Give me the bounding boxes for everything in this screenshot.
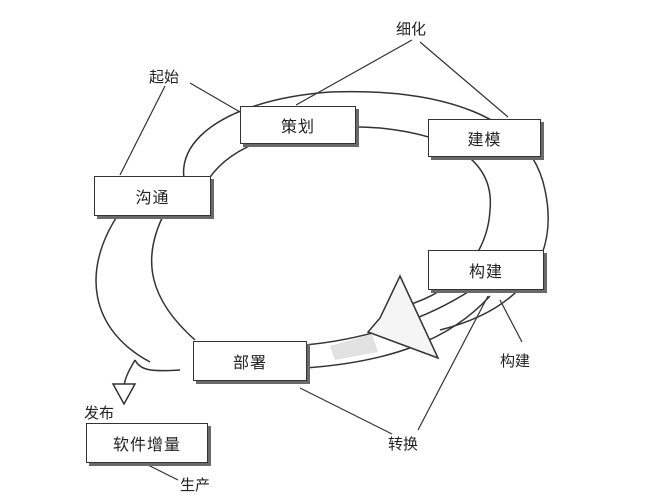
inception-annotation: 起始	[149, 68, 180, 86]
planning-box: 策划	[240, 106, 356, 144]
modeling-box: 建模	[428, 119, 541, 157]
construction-box: 构建	[428, 250, 544, 290]
leader-inception-2	[189, 82, 241, 113]
leader-transition-2	[417, 295, 489, 431]
leader-production	[147, 464, 179, 481]
transition-annotation: 转换	[388, 435, 419, 453]
leader-elaboration-2	[419, 41, 509, 118]
spiral-left-outer	[95, 211, 151, 363]
planning-label: 策划	[280, 117, 315, 136]
leader-elaboration-1	[295, 39, 413, 106]
release-arrowhead	[111, 383, 137, 406]
release-annotation: 发布	[84, 404, 115, 422]
elaboration-annotation: 细化	[396, 20, 427, 38]
communication-box: 沟通	[94, 176, 211, 216]
leader-construction	[499, 299, 523, 343]
construction-label: 构建	[468, 262, 503, 281]
cycle-arrowhead	[366, 274, 440, 360]
deployment-label: 部署	[232, 353, 267, 372]
construction-annotation: 构建	[500, 352, 531, 370]
modeling-label: 建模	[467, 130, 502, 149]
cycle-arrowhead-shade	[330, 334, 378, 360]
production-annotation: 生产	[180, 476, 211, 494]
spiral-left-inner	[150, 211, 196, 341]
deployment-box: 部署	[193, 341, 307, 381]
leader-transition-1	[299, 387, 393, 435]
leader-inception-1	[119, 85, 166, 176]
increment-label: 软件增量	[112, 435, 181, 454]
increment-box: 软件增量	[86, 423, 208, 463]
communication-label: 沟通	[135, 188, 170, 207]
